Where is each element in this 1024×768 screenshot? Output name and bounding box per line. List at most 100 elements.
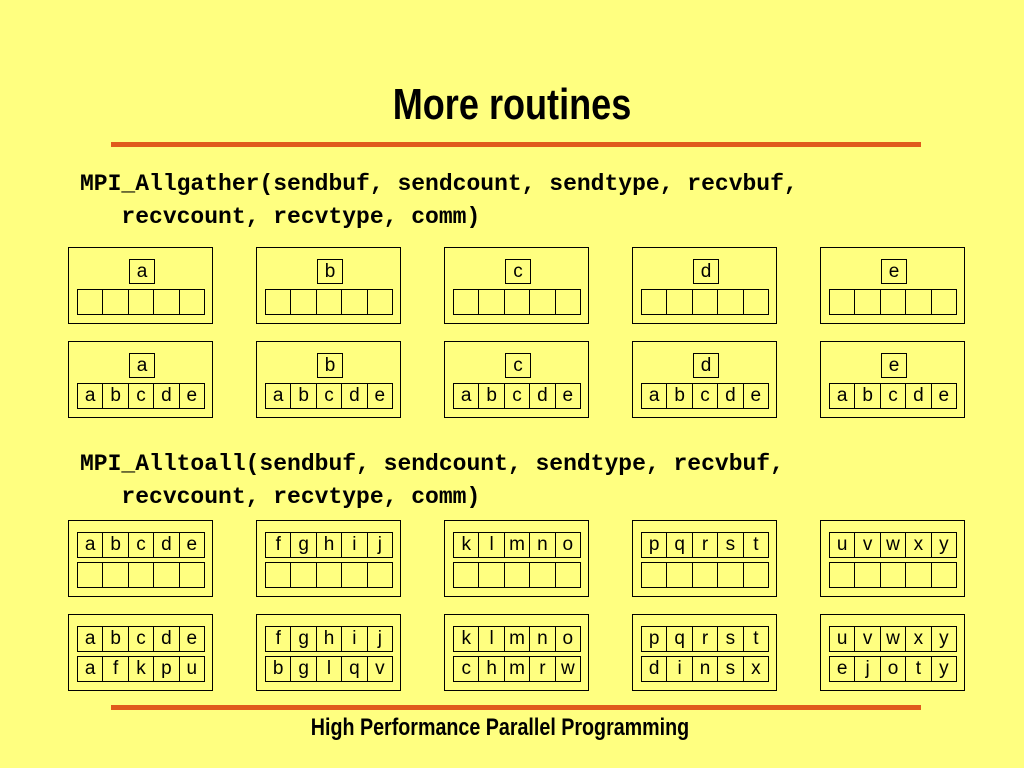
buffer-cell: a [78,384,104,408]
bottom-rule [111,705,921,710]
send-buffer: b [317,353,343,378]
slide-title: More routines [392,80,632,129]
buffer-cell: j [855,657,881,681]
send-buffer: c [505,353,531,378]
buffer-cell: e [186,385,198,406]
process-box-before-0: a [68,247,213,324]
buffer-cell: h [317,627,343,651]
buffer-cell: j [377,534,382,555]
buffer-cell: s [718,657,744,681]
buffer-cell: m [505,657,531,681]
buffer-cell: o [881,657,907,681]
recv-buffer [265,289,393,315]
buffer-cell: a [642,384,668,408]
buffer-cell: p [642,627,668,651]
buffer-cell: a [830,384,856,408]
buffer-cell: x [906,627,932,651]
buffer-cell: c [693,384,719,408]
buffer-cell: c [129,384,155,408]
buffer-cell: d [154,384,180,408]
send-buffer: c [505,259,531,284]
buffer-cell: h [479,657,505,681]
buffer-cell: e [562,385,574,406]
buffer-cell [855,563,881,587]
buffer-cell: q [342,657,368,681]
buffer-cell [317,290,343,314]
buffer-cell: x [906,533,932,557]
allgather-signature-line2: recvcount, recvtype, comm) [80,204,481,230]
buffer-cell: p [642,533,668,557]
buffer-cell: d [906,384,932,408]
alltoall-signature: MPI_Alltoall(sendbuf, sendcount, sendtyp… [80,448,784,514]
recv-buffer [829,289,957,315]
recv-buffer [453,289,581,315]
buffer-cell: e [750,385,762,406]
buffer-cell: b [103,384,129,408]
recv-buffer [641,289,769,315]
recv-buffer [265,562,393,588]
buffer-cell [830,563,856,587]
buffer-cell: b [855,384,881,408]
buffer-cell: c [454,657,480,681]
buffer-cell: b [479,384,505,408]
buffer-cell: b [103,627,129,651]
buffer-cell [368,563,392,587]
buffer-cell [291,563,317,587]
buffer-cell: y [939,534,949,555]
buffer-cell [129,290,155,314]
buffer-cell [556,563,580,587]
send-buffer: a [129,353,155,378]
buffer-cell [505,563,531,587]
buffer-cell: b [291,384,317,408]
send-buffer: a [129,259,155,284]
buffer-cell: m [505,533,531,557]
alltoall-signature-line1: MPI_Alltoall(sendbuf, sendcount, sendtyp… [80,451,784,477]
buffer-cell [556,290,580,314]
buffer-cell: b [103,533,129,557]
buffer-cell [744,563,768,587]
buffer-cell [642,563,668,587]
buffer-cell: l [479,533,505,557]
buffer-cell: d [718,384,744,408]
buffer-cell: r [693,533,719,557]
buffer-cell: a [454,384,480,408]
buffer-cell: w [560,658,575,679]
buffer-cell: g [291,627,317,651]
buffer-cell: c [129,533,155,557]
buffer-cell: x [751,658,761,679]
buffer-cell: p [154,657,180,681]
recv-buffer [829,562,957,588]
buffer-cell: v [855,627,881,651]
buffer-cell: q [667,533,693,557]
process-box-before-1: b [256,247,401,324]
buffer-cell: e [186,628,198,649]
buffer-cell [932,290,956,314]
buffer-cell: d [342,384,368,408]
buffer-cell [906,563,932,587]
buffer-cell: t [753,628,759,649]
buffer-cell [317,563,343,587]
buffer-cell: w [881,627,907,651]
buffer-cell: d [154,627,180,651]
buffer-cell [667,563,693,587]
buffer-cell: a [266,384,292,408]
buffer-cell [718,290,744,314]
alltoall-signature-line2: recvcount, recvtype, comm) [80,484,481,510]
buffer-cell: n [530,627,556,651]
buffer-cell [266,563,292,587]
buffer-cell [103,290,129,314]
buffer-cell: d [154,533,180,557]
